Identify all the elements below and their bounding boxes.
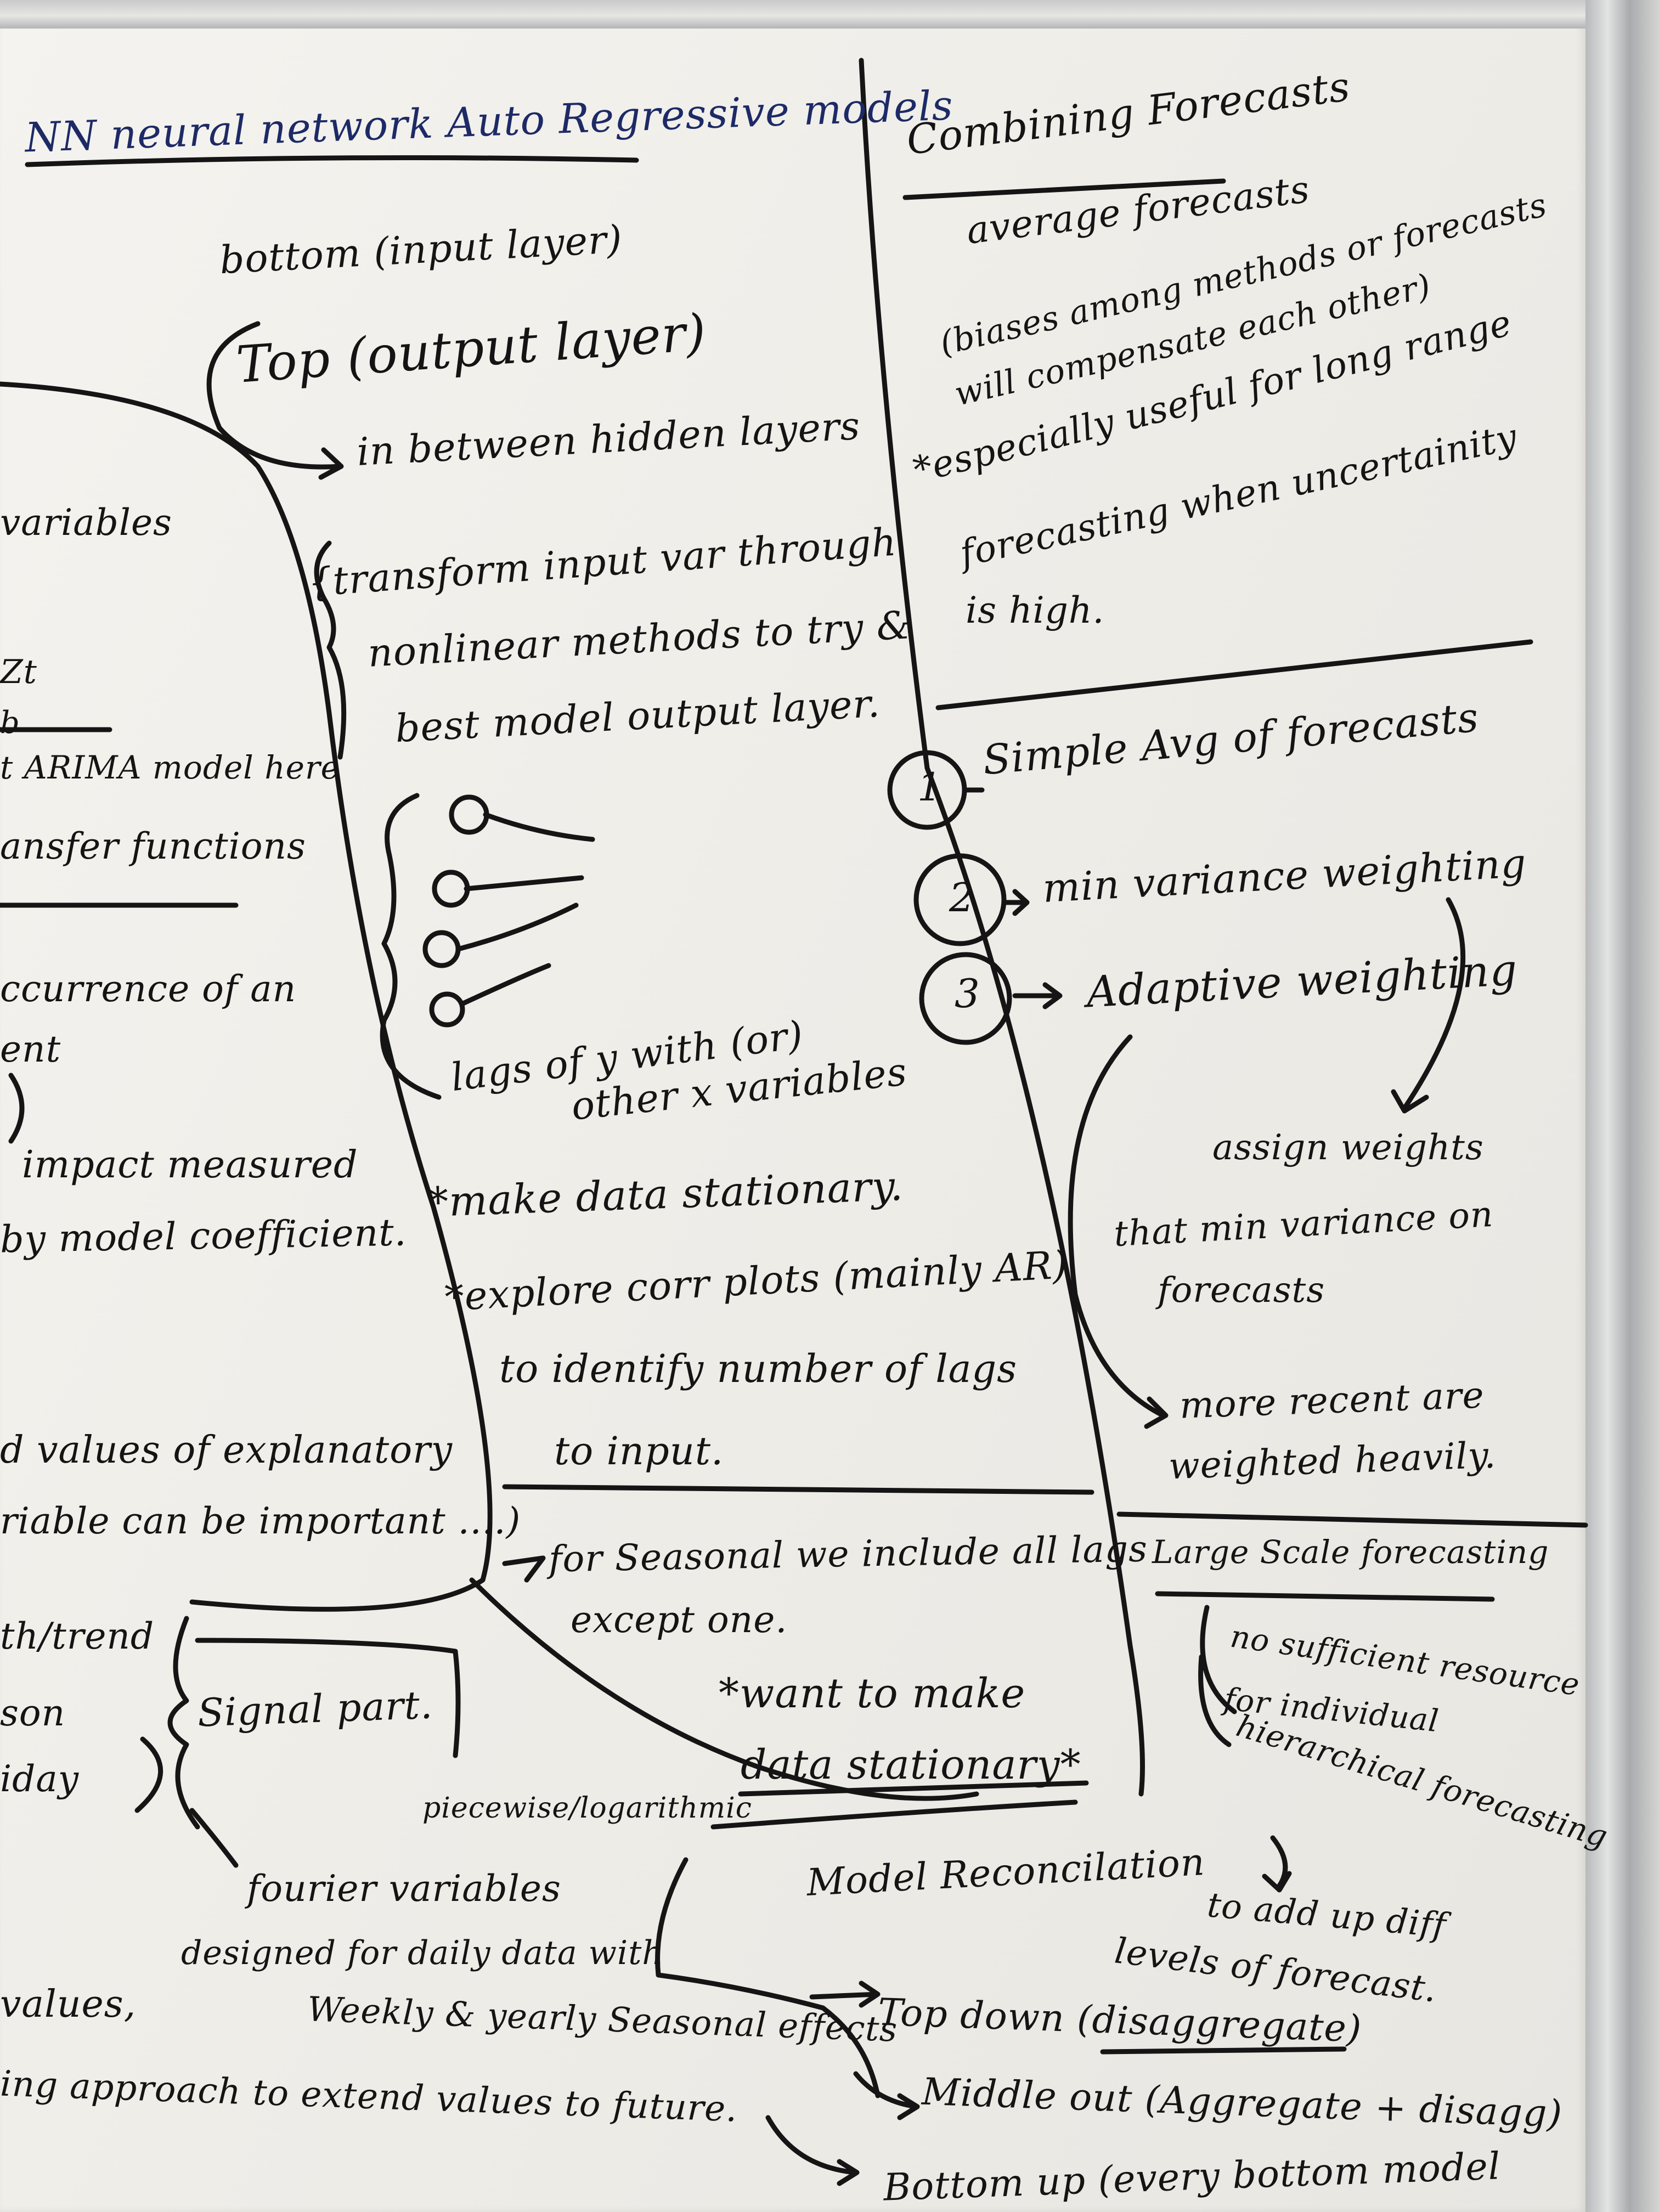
left-explanatory-important: riable can be important ....)	[0, 1500, 521, 1542]
left-arima-model: t ARIMA model here	[0, 749, 341, 786]
left-model-coefficient: by model coefficient.	[0, 1211, 407, 1262]
node-4	[429, 991, 465, 1028]
combining-item-1-number: 1	[917, 765, 943, 810]
want-stationary-line-1: *want to make	[719, 1670, 1026, 1717]
node-line-4	[459, 963, 551, 1007]
left-variables: variables	[0, 501, 172, 544]
board-frame-right	[1585, 0, 1659, 2212]
disaggregate-underline	[1100, 2046, 1347, 2055]
stationary-arrow	[710, 1799, 1078, 1830]
fourier-variables: fourier variables	[247, 1867, 561, 1910]
node-2	[432, 870, 470, 908]
left-transfer-functions: ansfer functions	[0, 825, 306, 867]
circle-num-3	[919, 952, 1012, 1045]
signal-to-fourier	[189, 1808, 239, 1868]
combining-item-3-number: 3	[955, 970, 980, 1017]
left-values: values,	[0, 1983, 137, 2026]
seasonal-lags-line-2: except one.	[571, 1599, 788, 1641]
combining-item-2-number: 2	[949, 874, 975, 921]
left-holiday: iday	[0, 1758, 79, 1800]
combining-underline	[902, 178, 1226, 200]
seasonal-arrow	[502, 1555, 546, 1583]
middle-out-arrow	[853, 2071, 920, 2120]
holiday-brace	[134, 1736, 163, 1813]
combining-useful-line-3: is high.	[966, 589, 1105, 631]
recent-weighted-line-2: weighted heavily.	[1167, 1434, 1497, 1488]
left-explanatory-values: d values of explanatory	[0, 1429, 453, 1472]
signal-part-label: Signal part.	[196, 1682, 434, 1736]
left-impact-measured: impact measured	[22, 1143, 358, 1187]
left-occurrence: ccurrence of an	[0, 968, 297, 1010]
bottom-up-arrow	[765, 2115, 860, 2186]
layer-arrow-head	[318, 447, 344, 480]
section-line-1	[935, 639, 1533, 710]
nnar-to-input: to input.	[554, 1429, 724, 1474]
node-3	[422, 930, 461, 968]
left-growth-trend: th/trend	[0, 1615, 155, 1657]
right-column-divider	[859, 58, 1145, 1797]
node-line-2	[464, 875, 584, 891]
node-line-1	[483, 812, 595, 842]
section-line-3	[502, 1484, 1094, 1495]
min-variance-curve	[1402, 897, 1466, 1111]
recent-weighted-line-1: more recent are	[1178, 1374, 1485, 1427]
assign-weights-line-3: forecasts	[1158, 1270, 1325, 1311]
top-down-arrow	[809, 1980, 881, 2008]
seasonal-lags-line-1: for Seasonal we include all lags	[548, 1527, 1148, 1581]
whiteboard-surface	[0, 22, 1585, 2212]
stationary-underline	[738, 1780, 1089, 1797]
nodes-brace	[380, 793, 442, 1100]
left-zt: Zt	[0, 653, 37, 691]
reconcile-arrow	[1262, 1835, 1292, 1893]
seasonal-connector	[469, 1577, 979, 1801]
large-scale-title: Large Scale forecasting	[1152, 1533, 1549, 1571]
adaptive-curve	[1068, 1034, 1166, 1418]
assign-weights-line-1: assign weights	[1212, 1127, 1484, 1168]
signal-to-piecewise	[195, 1638, 461, 1758]
node-1	[449, 794, 489, 835]
large-scale-branch	[1198, 1605, 1237, 1747]
adaptive-arrow	[1144, 1396, 1169, 1429]
title-underline	[25, 155, 639, 167]
section-line-2	[1116, 1511, 1588, 1528]
nnar-identify-lags: to identify number of lags	[499, 1346, 1018, 1391]
piecewise-logarithmic: piecewise/logarithmic	[422, 1792, 752, 1825]
reconcile-sweep	[655, 1857, 881, 2098]
want-stationary-line-2: data stationary*	[741, 1741, 1081, 1788]
transform-brace	[314, 540, 347, 760]
board-frame-top	[0, 0, 1618, 29]
large-scale-underline	[1155, 1591, 1495, 1602]
item-2-arrow	[1001, 889, 1030, 916]
node-line-3	[455, 902, 579, 952]
layer-arrow-curve	[206, 321, 343, 470]
left-event: ent	[0, 1028, 61, 1070]
signal-brace	[167, 1616, 200, 1830]
circle-num-2	[913, 853, 1007, 946]
fourier-designed-line-1: designed for daily data with	[181, 1934, 664, 1972]
left-season: son	[0, 1692, 66, 1734]
left-b: b	[0, 705, 20, 741]
item-3-arrow	[1012, 982, 1063, 1009]
left-event-arc	[8, 1073, 25, 1144]
min-variance-arrow	[1391, 1089, 1429, 1114]
